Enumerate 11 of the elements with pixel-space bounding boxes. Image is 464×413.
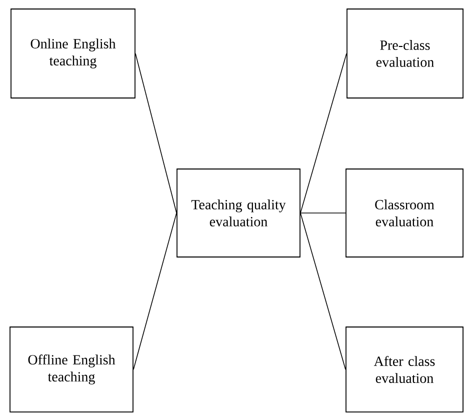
text-box: Offline English teaching: [10, 326, 134, 412]
text-box: Teaching quality evaluation: [176, 168, 300, 258]
text-box: After class evaluation: [346, 326, 464, 412]
connector-line: [300, 53, 347, 214]
text-box: Online English teaching: [10, 8, 136, 98]
text-box: Pre-class evaluation: [346, 8, 464, 98]
connector-line: [300, 212, 346, 370]
connector-line: [133, 212, 177, 370]
connector-line: [135, 53, 177, 214]
text-box: Classroom evaluation: [346, 168, 464, 258]
connector-line: [300, 212, 346, 214]
